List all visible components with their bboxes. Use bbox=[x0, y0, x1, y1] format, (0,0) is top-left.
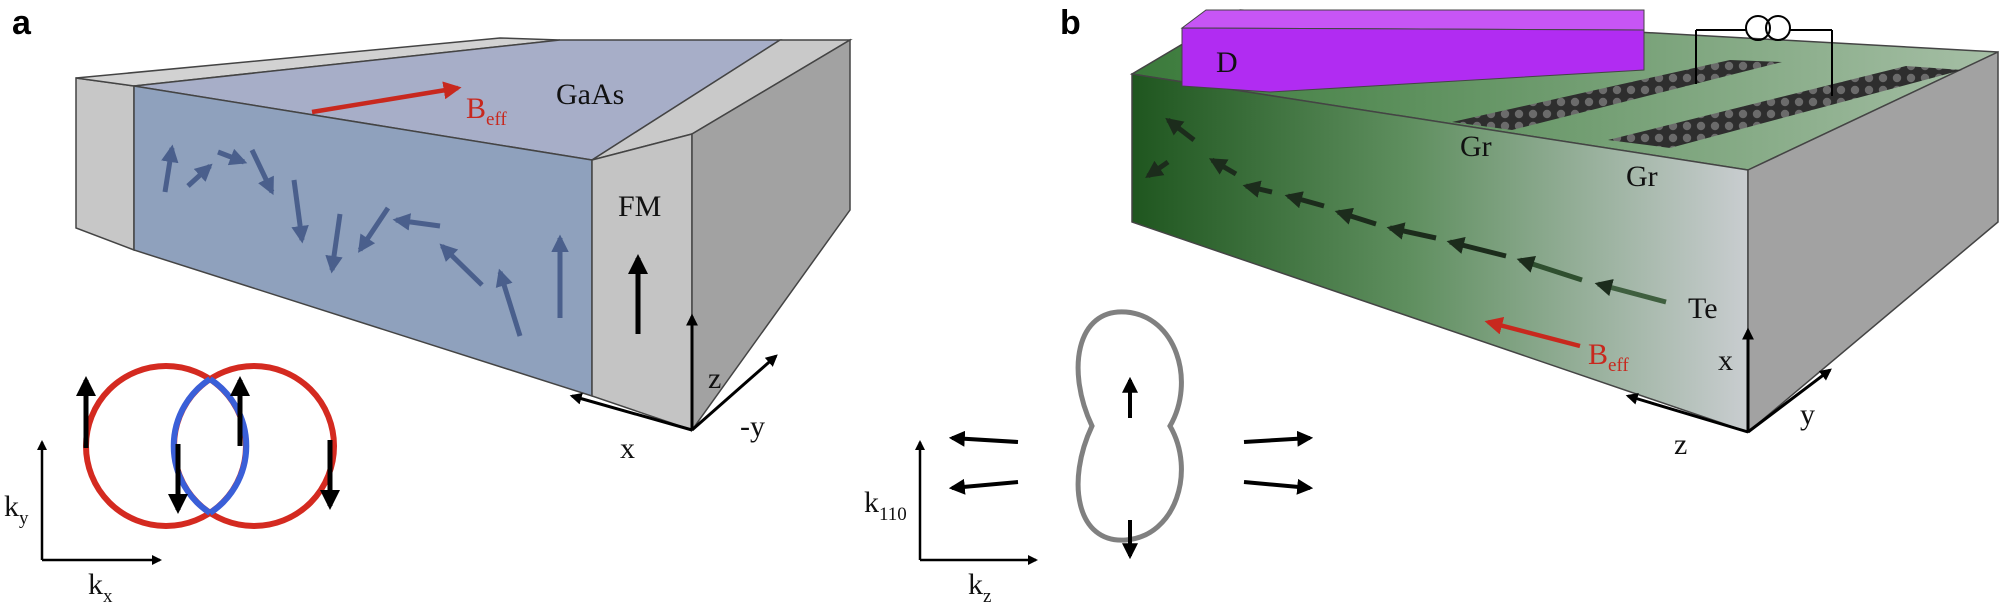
spin-arrow-right bbox=[1243, 478, 1314, 495]
spin-arrow bbox=[1334, 207, 1377, 227]
spin-arrow bbox=[439, 243, 484, 287]
contour-spin-arrows bbox=[948, 376, 1314, 560]
kx-label: kx bbox=[88, 568, 113, 607]
beff-label-a: Beff bbox=[466, 92, 507, 130]
z-axis-b bbox=[1625, 393, 1749, 434]
spin-arrow bbox=[249, 148, 275, 196]
fm-front-face bbox=[591, 133, 693, 432]
graphene-strip-1 bbox=[1452, 60, 1782, 130]
spin-texture-inset bbox=[948, 309, 1314, 560]
electrode-d: D bbox=[1180, 9, 1645, 93]
z-label-a: z bbox=[708, 362, 721, 395]
current-source bbox=[1695, 15, 1833, 96]
source-circle-right bbox=[1765, 15, 1791, 41]
spin-arrows-b bbox=[1145, 117, 1667, 305]
left-contact-front bbox=[75, 77, 135, 252]
x-label-a: x bbox=[620, 432, 635, 465]
y-axis-a bbox=[691, 354, 778, 432]
k-axes-a bbox=[37, 440, 162, 565]
y-axis-b bbox=[1747, 368, 1832, 434]
graphene-strip-2 bbox=[1608, 66, 1962, 148]
z-label-b: z bbox=[1674, 428, 1687, 461]
inset-spin-arrows bbox=[76, 376, 340, 514]
y-label-b: y bbox=[1800, 398, 1815, 431]
spin-arrow bbox=[217, 148, 248, 166]
spin-arrow bbox=[357, 206, 391, 253]
spin-arrow bbox=[1242, 180, 1273, 198]
spin-arrow bbox=[495, 268, 523, 337]
spin-arrow-left bbox=[948, 478, 1019, 495]
x-axis-a bbox=[569, 392, 693, 432]
gaas-block bbox=[75, 37, 853, 433]
electrode-top-face bbox=[1180, 9, 1645, 31]
spin-arrow bbox=[1165, 117, 1196, 142]
inner-arc-right bbox=[208, 376, 250, 516]
k-axes-b bbox=[915, 440, 1038, 565]
fermi-circles-inset bbox=[76, 363, 340, 529]
spin-arrow bbox=[161, 144, 179, 193]
beff-arrow-a bbox=[311, 81, 462, 115]
gaas-label: GaAs bbox=[556, 78, 624, 111]
ky-label: ky bbox=[4, 490, 29, 529]
spin-arrows-a bbox=[161, 144, 569, 337]
spin-arrow bbox=[1284, 191, 1325, 209]
panel-a-letter: a bbox=[12, 4, 32, 42]
k110-label: k110 bbox=[864, 486, 907, 525]
spin-arrow bbox=[291, 179, 309, 244]
spin-arrow bbox=[1594, 279, 1667, 305]
gr-label-1: Gr bbox=[1460, 130, 1492, 163]
spin-arrow-right bbox=[1243, 430, 1314, 447]
panel-b-letter: b bbox=[1060, 4, 1081, 42]
fermi-contour bbox=[1075, 309, 1184, 543]
spin-arrow bbox=[1386, 222, 1437, 241]
spin-arrow bbox=[392, 213, 441, 231]
spin-arrow bbox=[1446, 236, 1507, 259]
spin-arrow bbox=[186, 163, 213, 188]
te-label: Te bbox=[1688, 292, 1718, 325]
source-circle-left bbox=[1745, 15, 1771, 41]
axes-b bbox=[1625, 327, 1832, 434]
y-label-a: -y bbox=[740, 410, 765, 443]
electrode-label: D bbox=[1216, 46, 1238, 79]
beff-arrow-b bbox=[1484, 316, 1581, 349]
spin-arrow bbox=[325, 213, 343, 274]
beff-label-b: Beff bbox=[1588, 338, 1629, 376]
spin-arrow-left bbox=[948, 430, 1019, 447]
kz-label: kz bbox=[968, 568, 991, 607]
inner-arc-left bbox=[170, 376, 212, 516]
spin-arrow bbox=[1145, 159, 1170, 179]
x-label-b: x bbox=[1718, 344, 1733, 377]
spin-arrow bbox=[1516, 255, 1583, 283]
electrode-front-face bbox=[1181, 27, 1645, 93]
axes-a bbox=[569, 313, 778, 432]
fm-label: FM bbox=[618, 190, 661, 223]
gr-label-2: Gr bbox=[1626, 160, 1658, 193]
spin-arrow bbox=[1208, 157, 1238, 177]
